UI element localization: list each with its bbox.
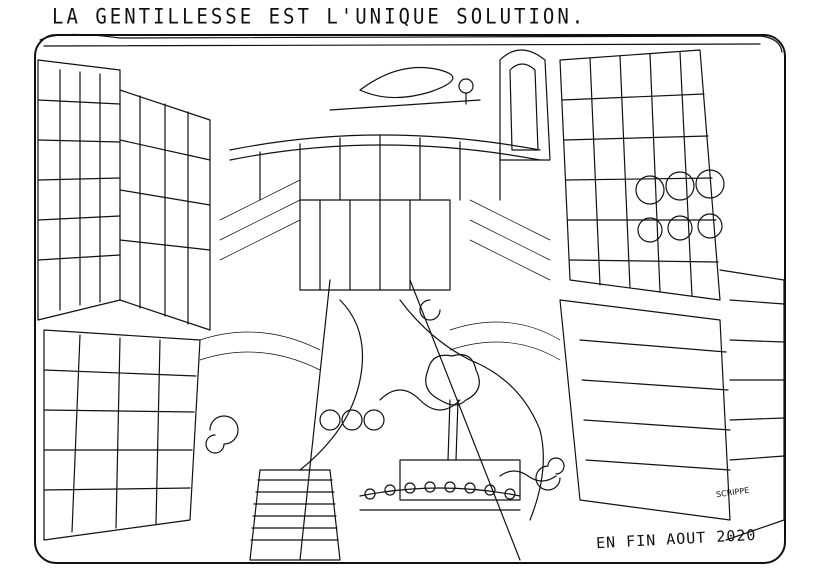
arch-tower: [499, 49, 551, 161]
stairs: [249, 469, 341, 561]
hatching: [199, 179, 561, 371]
right-buildings: [559, 49, 785, 541]
drawing-frame: [34, 34, 786, 564]
decorative-swirls: [205, 299, 565, 491]
drawing-title: LA GENTILLESSE EST L'UNIQUE SOLUTION.: [52, 4, 587, 30]
plaza-tree: [399, 354, 521, 501]
top-pipe: [39, 33, 783, 53]
left-buildings: [37, 59, 211, 541]
overhead-bridges: [229, 67, 541, 201]
plaza-railing: [359, 481, 521, 511]
central-street: [299, 199, 544, 561]
